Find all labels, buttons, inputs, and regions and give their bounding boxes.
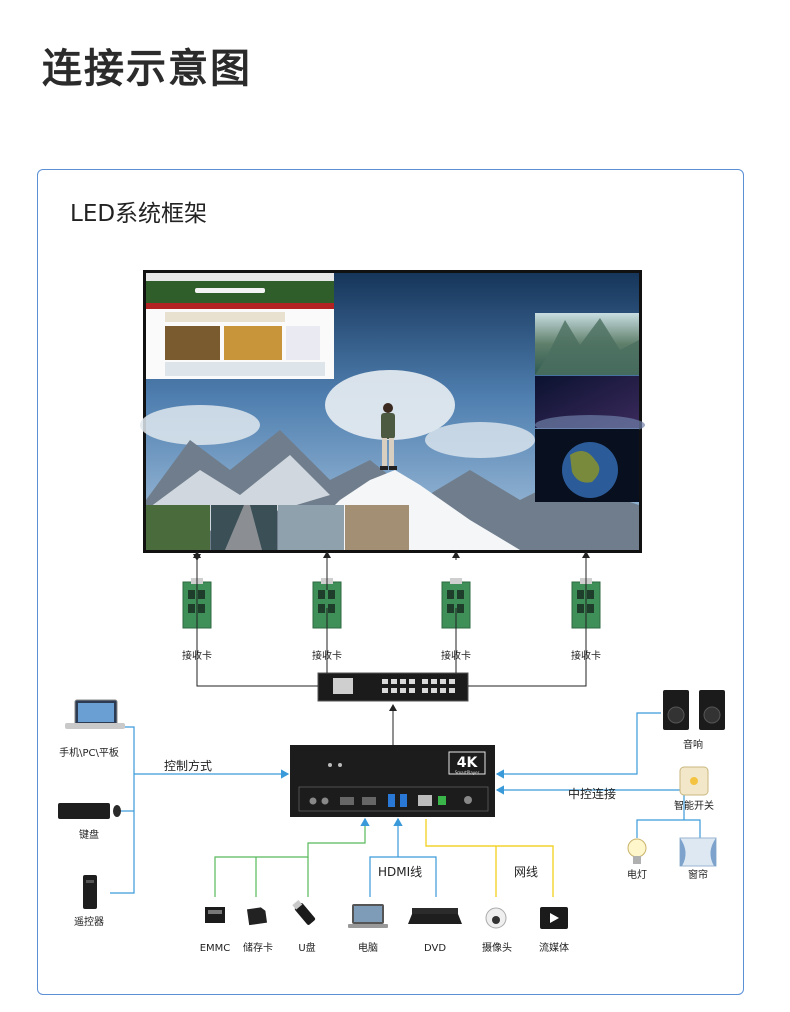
browser-window-content	[146, 273, 334, 379]
processor-button	[449, 679, 455, 684]
label-memory-card: 储存卡	[243, 941, 273, 954]
label-speaker: 音响	[683, 738, 703, 751]
speaker-icon	[663, 690, 725, 730]
processor-button	[409, 679, 415, 684]
label-curtain: 窗帘	[688, 868, 708, 881]
remote-control-icon	[83, 875, 97, 909]
processor-button	[431, 679, 437, 684]
frame-title: LED系统框架	[70, 201, 208, 227]
label-camera: 摄像头	[482, 941, 512, 954]
keyboard-icon	[58, 803, 121, 819]
smart-player-box: 4K SmartPlayer	[290, 745, 495, 817]
pc-tablet-phone-icon	[65, 699, 125, 729]
processor-button	[422, 688, 428, 693]
label-streaming: 流媒体	[539, 941, 569, 954]
label-laptop: 电脑	[358, 941, 378, 954]
processor-button	[400, 679, 406, 684]
label-remote: 遥控器	[74, 915, 104, 928]
receiving-cards: 接收卡接收卡接收卡接收卡	[182, 578, 601, 662]
processor-button	[382, 688, 388, 693]
label-lamp: 电灯	[627, 868, 647, 881]
processor-button	[422, 679, 428, 684]
laptop-icon	[348, 904, 388, 928]
video-processor	[317, 672, 469, 702]
page-title: 连接示意图	[42, 46, 252, 92]
streaming-media-icon	[540, 907, 568, 929]
thumbnail-row	[146, 505, 409, 550]
label-smart-switch: 智能开关	[674, 799, 714, 812]
emmc-chip-icon	[205, 907, 225, 923]
processor-button	[391, 679, 397, 684]
network-line-label: 网线	[514, 865, 538, 879]
label-usb-drive: U盘	[298, 941, 315, 954]
label-phone-pc-tablet: 手机\PC\平板	[59, 746, 119, 759]
processor-button	[440, 679, 446, 684]
processor-button	[391, 688, 397, 693]
curtain-icon	[679, 837, 717, 867]
player-badge-sub: SmartPlayer	[455, 770, 480, 775]
processor-button	[449, 688, 455, 693]
processor-button	[382, 679, 388, 684]
hdmi-line-label: HDMI线	[378, 865, 422, 879]
player-badge-main: 4K	[457, 755, 479, 771]
label-emmc: EMMC	[200, 943, 231, 954]
dvd-player-icon	[408, 908, 462, 924]
processor-button	[440, 688, 446, 693]
processor-button	[431, 688, 437, 693]
processor-button	[400, 688, 406, 693]
smart-switch-icon	[679, 766, 709, 796]
label-keyboard: 键盘	[79, 828, 99, 841]
security-camera-icon	[485, 907, 507, 929]
led-screen	[140, 270, 645, 553]
memory-card-icon	[246, 907, 268, 926]
central-control-label: 中控连接	[568, 786, 616, 801]
label-dvd: DVD	[424, 943, 446, 954]
control-mode-label: 控制方式	[164, 758, 212, 773]
space-window	[535, 376, 645, 435]
earth-window	[535, 429, 639, 502]
light-bulb-icon	[627, 838, 647, 864]
landscape-window	[535, 313, 639, 375]
processor-button	[409, 688, 415, 693]
usb-drive-icon	[292, 899, 316, 925]
hiker-figure	[380, 403, 397, 470]
